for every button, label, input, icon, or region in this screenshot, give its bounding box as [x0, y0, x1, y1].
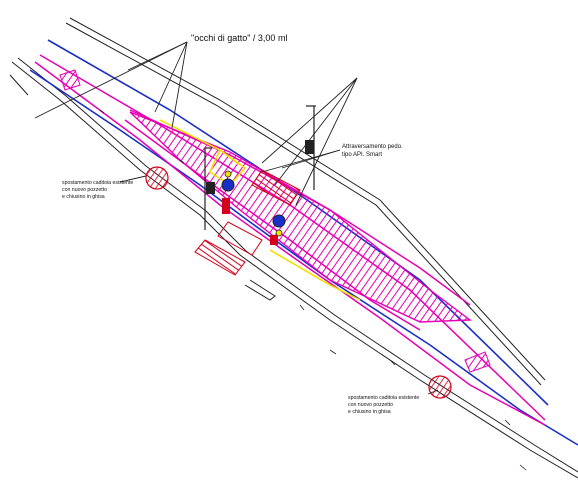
- drain-label-1-line2: con nuovo pozzetto: [62, 187, 107, 193]
- drain-icon: [428, 375, 452, 399]
- crossing-median: [217, 221, 263, 256]
- drain-label-2-line1: spostamento caditoia esistente: [348, 395, 419, 401]
- drain-label-1-line1: spostamento caditoia esistente: [62, 180, 133, 186]
- dimension-ticks: [99, 109, 527, 471]
- crossing-north: [251, 169, 301, 206]
- drain-icon: [145, 166, 169, 190]
- pedestrian-sign-icon: [272, 214, 286, 237]
- pedestrian-sign-icon: [221, 170, 235, 192]
- crossing-top-left: [59, 69, 81, 91]
- leader-lines: [34, 41, 439, 395]
- traffic-light-icon: [206, 182, 215, 194]
- crossing-label-line2: tipo API. Smart: [342, 152, 382, 158]
- traffic-light-icon: [305, 140, 314, 154]
- drain-label-1-line3: e chiusino in ghisa: [62, 194, 105, 200]
- crossing-label-line1: Attraversamento pedo.: [342, 144, 403, 150]
- pedestrian-crossings: [59, 69, 491, 373]
- drain-label-2-line3: e chiusino in ghisa: [348, 409, 391, 415]
- crossing-bottom-right: [464, 351, 491, 373]
- small-markers: [222, 198, 278, 245]
- drain-label-2-line2: con nuovo pozzetto: [348, 402, 393, 408]
- crossing-south: [194, 239, 246, 276]
- cat-eyes-label: "occhi di gatto" / 3,00 ml: [191, 33, 287, 43]
